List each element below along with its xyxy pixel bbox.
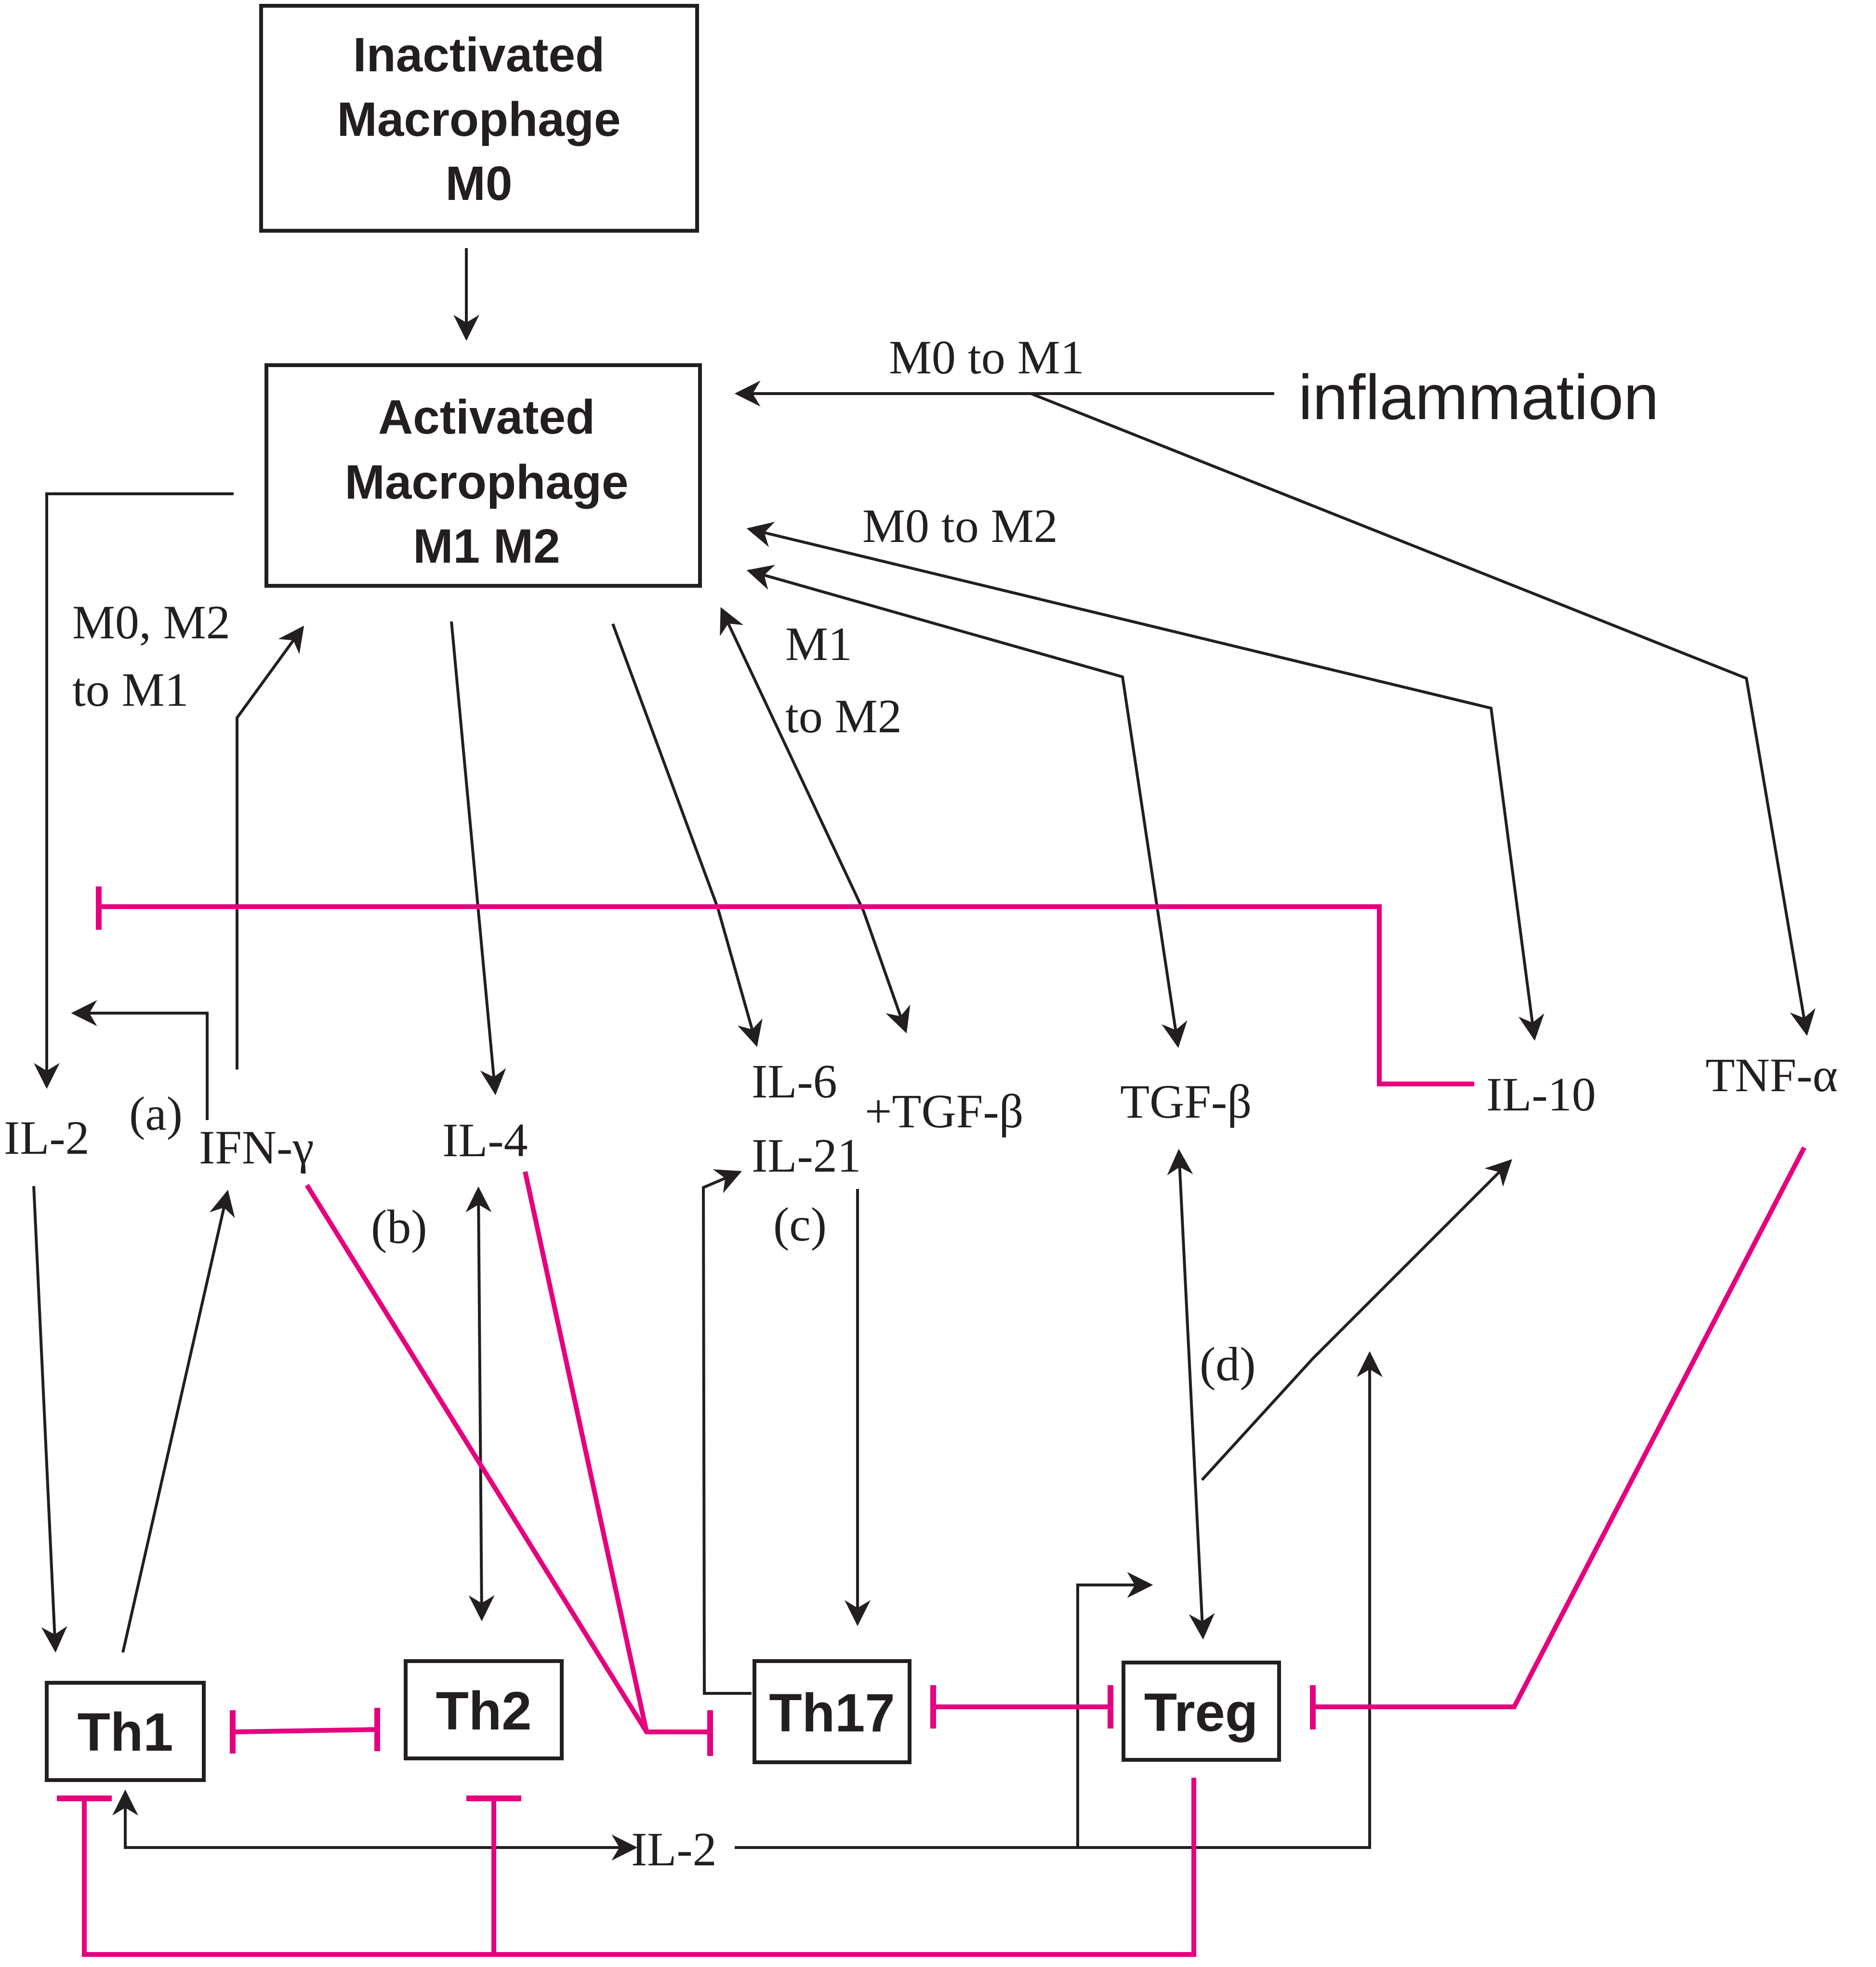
panel-label-b: (b) xyxy=(371,1200,427,1254)
arrow-il2-to-d xyxy=(1301,1351,1383,1849)
inhibit-tnf-to-treg xyxy=(1313,1146,1807,1709)
arrow-il4-th2 xyxy=(465,1186,495,1622)
arrow-th1-to-ifn xyxy=(121,1189,235,1653)
m1m2-label-line3: M1 M2 xyxy=(413,519,560,573)
il2-left-label: IL-2 xyxy=(4,1111,90,1164)
tgfb-label: TGF-β xyxy=(1120,1075,1252,1128)
node-activated-macrophage: Activated Macrophage M1 M2 xyxy=(264,363,702,588)
node-treg: Treg xyxy=(1122,1661,1281,1762)
tnf-alpha-label: TNF-α xyxy=(1705,1048,1838,1102)
arrow-m1m2-to-il6 xyxy=(611,623,763,1047)
il6-label: IL-6 xyxy=(752,1055,837,1108)
panel-label-a: (a) xyxy=(129,1087,183,1140)
edge-label-m0-to-m2: M0 to M2 xyxy=(862,499,1058,553)
il2-bottom-label: IL-2 xyxy=(631,1822,717,1876)
panel-label-d: (d) xyxy=(1200,1337,1256,1391)
node-th2: Th2 xyxy=(404,1659,564,1760)
arrow-m1m2-il10 xyxy=(746,522,1545,1041)
m0-label-line1: Inactivated xyxy=(353,28,605,82)
il4-label: IL-4 xyxy=(442,1113,528,1167)
arrow-th17-to-il21 xyxy=(701,1169,752,1695)
arrow-m1m2-tgfb-plus xyxy=(720,607,911,1034)
node-th17: Th17 xyxy=(753,1659,912,1764)
m0-label-line2: Macrophage xyxy=(337,92,621,146)
arrow-m1m2-to-il4 xyxy=(450,621,506,1096)
node-inactivated-macrophage: Inactivated Macrophage M0 xyxy=(259,4,699,233)
edge-label-m0m2-to-m1-line1: M0, M2 xyxy=(72,595,230,649)
edge-label-m1-to-m2-line1: M1 xyxy=(785,617,852,671)
il10-label: IL-10 xyxy=(1486,1068,1596,1121)
panel-label-c: (c) xyxy=(773,1198,827,1251)
inhibit-th1-th2 xyxy=(232,1727,378,1734)
th2-label: Th2 xyxy=(436,1681,531,1741)
arrow-inflammation-to-tnf xyxy=(1030,392,1816,1036)
m1m2-label-line2: Macrophage xyxy=(344,455,628,509)
th17-label: Th17 xyxy=(769,1683,895,1743)
th1-label: Th1 xyxy=(77,1702,173,1762)
il21-label: IL-21 xyxy=(752,1129,861,1182)
inhibit-il10-to-il2 xyxy=(99,904,1474,1086)
arrow-d-to-il10 xyxy=(1201,1159,1512,1481)
node-th1: Th1 xyxy=(45,1681,206,1782)
arrow-ifn-to-m1m2 xyxy=(236,625,304,1069)
arrow-tgfb-treg xyxy=(1167,1149,1215,1640)
arrow-m1m2-to-il2 xyxy=(34,492,234,1089)
inhibit-ifn-to-th17 xyxy=(304,1184,710,1734)
edge-label-m0-to-m1: M0 to M1 xyxy=(889,330,1084,384)
inhibit-treg-to-th1-th2 xyxy=(82,1778,1196,1957)
arrow-il2-to-treg xyxy=(1076,1572,1153,1848)
arrow-a-to-il2 xyxy=(71,1000,209,1120)
inhibit-il4-to-th17 xyxy=(523,1171,649,1733)
treg-label: Treg xyxy=(1144,1682,1258,1743)
arrow-il2-bottom-to-th1 xyxy=(112,1789,631,1849)
ifn-gamma-label: IFN-γ xyxy=(199,1121,314,1174)
tgfb-plus-label: +TGF-β xyxy=(865,1084,1024,1138)
edge-label-m1-to-m2-line2: to M2 xyxy=(785,689,902,743)
inflammation-label: inflammation xyxy=(1298,362,1659,433)
m1m2-label-line1: Activated xyxy=(378,390,595,444)
arrow-il2-to-th1 xyxy=(32,1186,67,1653)
edge-label-m0m2-to-m1-line2: to M1 xyxy=(72,663,189,716)
m0-label-line3: M0 xyxy=(446,157,513,211)
